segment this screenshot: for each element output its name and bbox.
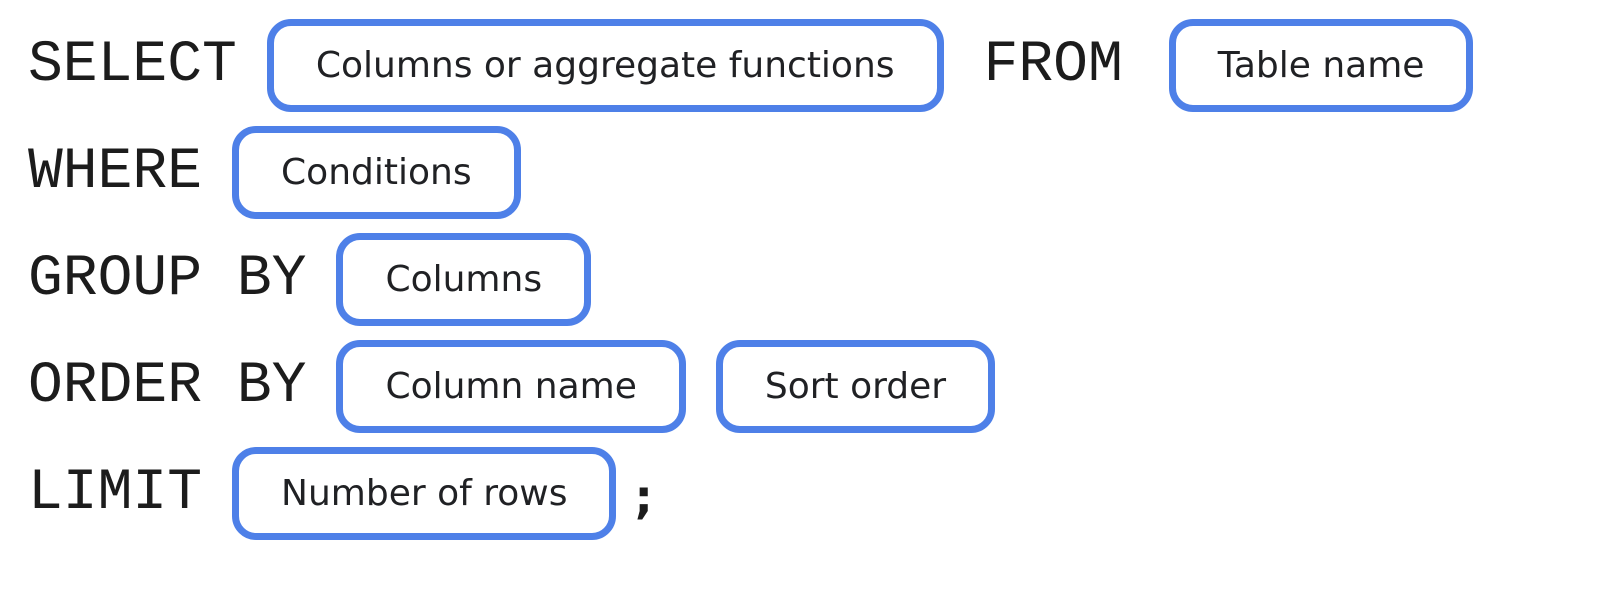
limit-number-of-rows-placeholder-label: Number of rows [281,472,568,514]
where-conditions-placeholder-label: Conditions [281,151,472,193]
keyword-limit: LIMIT [28,460,203,526]
group-by-row: GROUP BY Columns [28,226,1600,333]
select-columns-placeholder-label: Columns or aggregate functions [315,44,895,86]
group-by-columns-placeholder-pill: Columns [336,233,592,326]
order-by-sort-order-placeholder-label: Sort order [764,365,947,407]
order-by-row: ORDER BY Column name Sort order [28,333,1600,440]
keyword-where: WHERE [28,139,203,205]
keyword-order-by: ORDER BY [28,353,307,419]
select-columns-placeholder-pill: Columns or aggregate functions [266,19,944,112]
keyword-select: SELECT [28,32,237,98]
from-table-name-placeholder-label: Table name [1217,44,1425,86]
select-row: SELECT Columns or aggregate functions FR… [28,12,1600,119]
order-by-column-name-placeholder-pill: Column name [336,340,686,433]
order-by-column-name-placeholder-label: Column name [385,365,637,407]
limit-number-of-rows-placeholder-pill: Number of rows [232,447,617,540]
statement-terminator-semicolon: ; [634,469,653,524]
from-table-name-placeholder-pill: Table name [1168,19,1474,112]
where-conditions-placeholder-pill: Conditions [232,126,521,219]
keyword-from: FROM [983,32,1123,98]
where-row: WHERE Conditions [28,119,1600,226]
keyword-group-by: GROUP BY [28,246,307,312]
limit-row: LIMIT Number of rows ; [28,440,1600,547]
group-by-columns-placeholder-label: Columns [385,258,543,300]
order-by-sort-order-placeholder-pill: Sort order [715,340,996,433]
